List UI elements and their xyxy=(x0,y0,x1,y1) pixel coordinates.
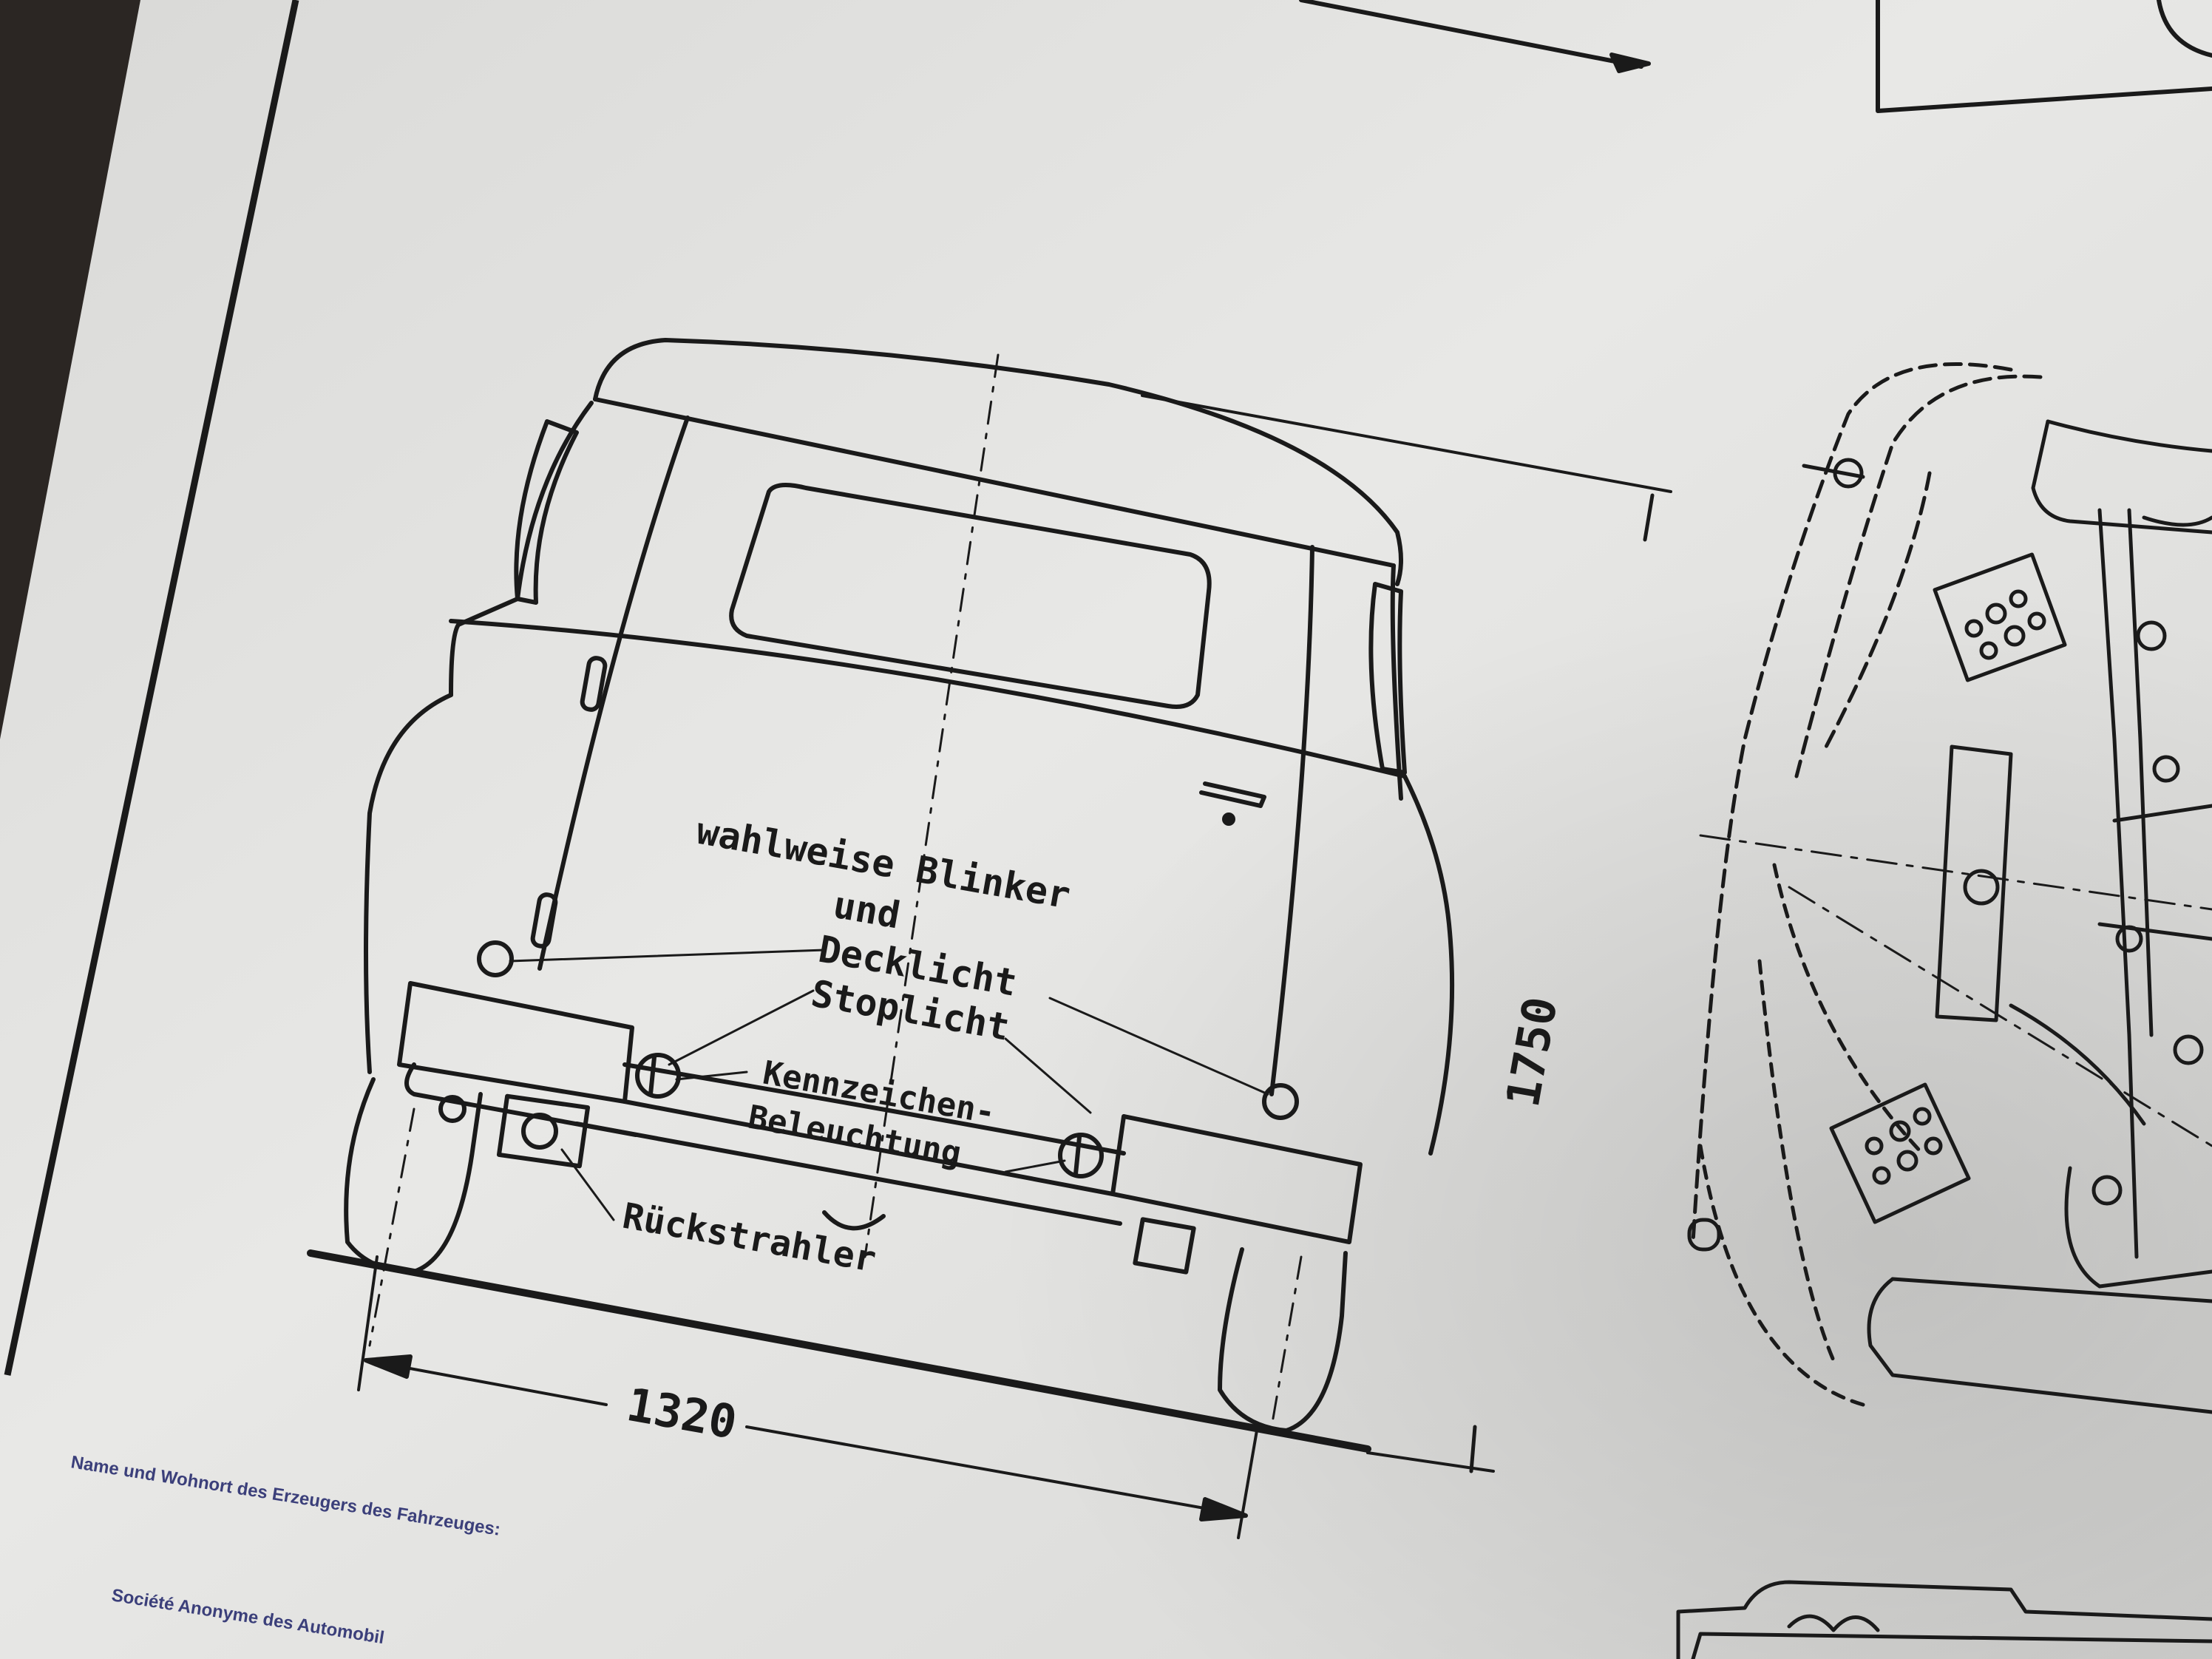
brake-disc xyxy=(1935,744,2013,1022)
hub-plate xyxy=(1933,552,2067,682)
trunk-handle xyxy=(1199,781,1266,808)
right-tail-light xyxy=(1262,1083,1299,1120)
frame-curve-top xyxy=(2157,0,2212,58)
arrowhead-icon xyxy=(1199,1497,1248,1521)
license-light-left xyxy=(635,1053,681,1099)
frame-top-right xyxy=(1876,0,2212,113)
left-tail-light xyxy=(477,940,514,977)
frame-border-line xyxy=(4,0,299,1376)
right-side-lamp xyxy=(1368,582,1407,775)
dimension-line-top xyxy=(1299,0,1643,69)
right-bumper xyxy=(1110,1114,1363,1244)
chassis-drawing xyxy=(1676,362,2212,1659)
ground-line xyxy=(307,1249,1371,1453)
emblem-strip xyxy=(580,656,608,712)
left-side-lamp xyxy=(514,419,579,605)
license-light-right xyxy=(1058,1133,1104,1178)
reflector xyxy=(496,1093,591,1169)
height-dimension xyxy=(1141,394,1672,1473)
arrowhead-icon xyxy=(364,1354,413,1379)
arrowhead-icon xyxy=(1609,52,1651,73)
width-dimension xyxy=(357,1255,1258,1539)
right-wheel xyxy=(1218,1247,1348,1433)
hub-plate xyxy=(1829,1082,1971,1224)
center-axis xyxy=(864,353,1000,1258)
leader-lines xyxy=(509,949,1269,1221)
rear-window xyxy=(729,483,1212,709)
